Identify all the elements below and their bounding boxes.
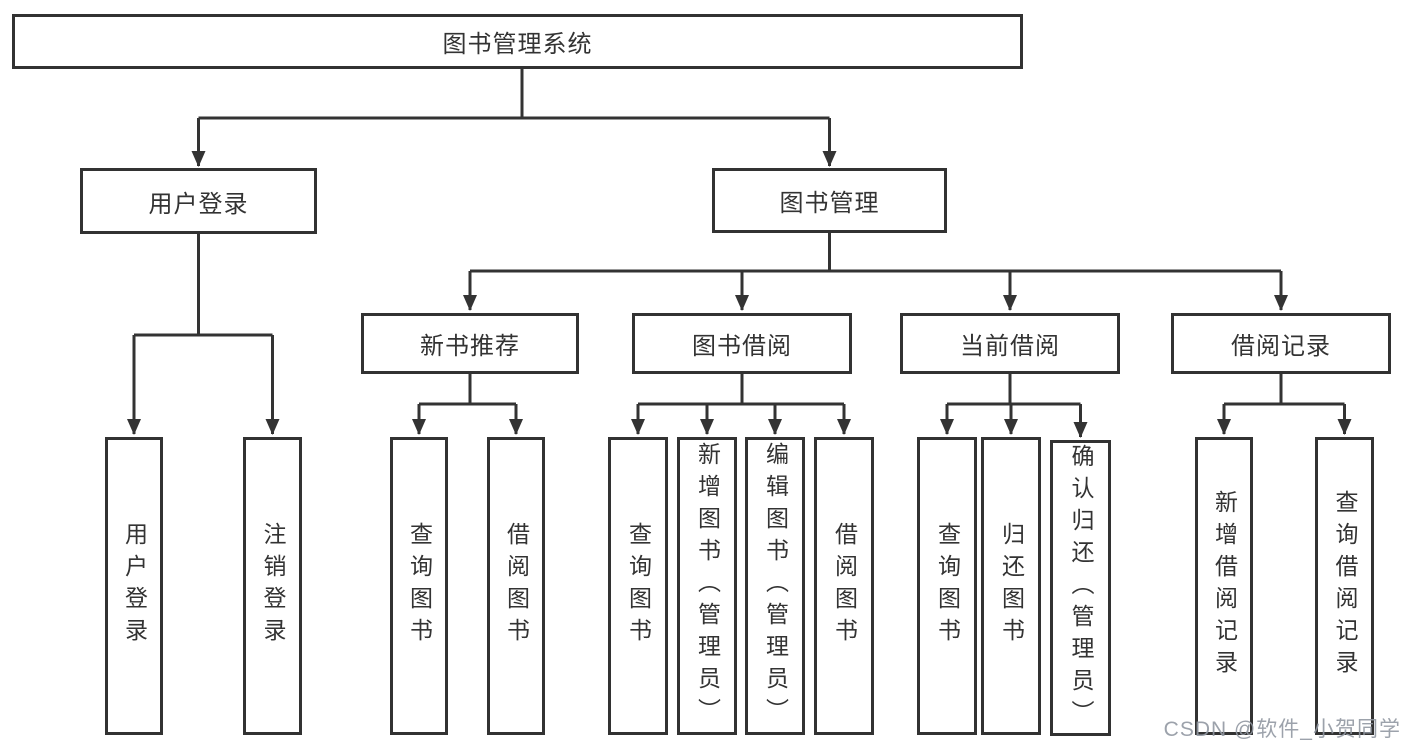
node-root: 图书管理系统: [12, 14, 1023, 69]
node-book-management: 图书管理: [712, 168, 947, 233]
node-user-login: 用户登录: [80, 168, 317, 234]
node-new-book-recommend: 新书推荐: [361, 313, 579, 374]
leaf-confirm-return-admin: 确认归还（管理员）: [1050, 440, 1111, 736]
leaf-query-books-borrow: 查询图书: [608, 437, 668, 735]
leaf-logout-login: 注销登录: [243, 437, 302, 735]
leaf-edit-book-admin: 编辑图书（管理员）: [745, 437, 805, 735]
leaf-add-borrow-record: 新增借阅记录: [1195, 437, 1253, 735]
leaf-query-books-current: 查询图书: [917, 437, 977, 735]
node-borrow-records: 借阅记录: [1171, 313, 1391, 374]
leaf-add-book-admin: 新增图书（管理员）: [677, 437, 737, 735]
node-current-borrow: 当前借阅: [900, 313, 1120, 374]
leaf-return-books: 归还图书: [981, 437, 1041, 735]
leaf-query-borrow-record: 查询借阅记录: [1315, 437, 1374, 735]
leaf-borrow-books-borrow: 借阅图书: [814, 437, 874, 735]
leaf-borrow-books-recommend: 借阅图书: [487, 437, 545, 735]
leaf-query-books-recommend: 查询图书: [390, 437, 448, 735]
leaf-user-login: 用户登录: [105, 437, 163, 735]
node-book-borrow: 图书借阅: [632, 313, 852, 374]
csdn-watermark: CSDN @软件_小贺同学: [1163, 718, 1401, 741]
